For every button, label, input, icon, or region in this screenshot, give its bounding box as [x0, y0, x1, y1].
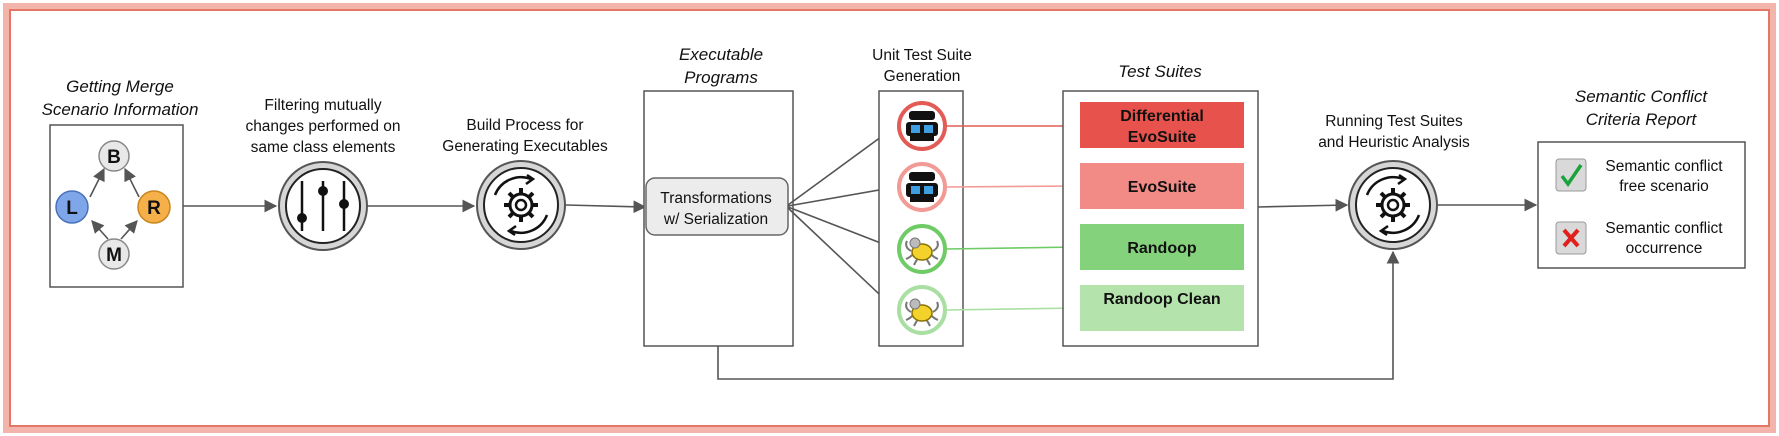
- suite-differential-evosuite-label: Differential: [1120, 108, 1204, 125]
- suite-differential-evosuite: [1080, 102, 1244, 148]
- node-base-label: B: [107, 147, 121, 168]
- build-label-line1: Build Process for: [466, 117, 583, 134]
- suite-randoop-clean-label: Randoop Clean: [1103, 291, 1220, 308]
- arrow-suites-to-running: [1257, 198, 1349, 212]
- sliders-icon: [278, 161, 368, 251]
- node-left-label: L: [66, 198, 78, 219]
- gen-label-line1: Unit Test Suite: [872, 47, 972, 64]
- suite-evosuite-label: EvoSuite: [1128, 179, 1197, 196]
- build-gear-icon: [475, 159, 567, 251]
- exec-title-line2: Programs: [684, 68, 758, 87]
- suite-randoop-clean: [1080, 285, 1244, 331]
- node-right-label: R: [147, 198, 161, 219]
- suites-title: Test Suites: [1118, 62, 1202, 81]
- check-icon: [1555, 158, 1587, 192]
- suite-evosuite: [1080, 163, 1244, 209]
- node-base: [98, 140, 130, 172]
- filter-label-line1: Filtering mutually: [264, 97, 381, 114]
- report-free-line2: free scenario: [1619, 178, 1709, 195]
- node-merge-label: M: [106, 245, 122, 266]
- transform-box: [645, 177, 789, 236]
- arrow-randoop-clean: [945, 301, 1080, 315]
- running-label-line2: and Heuristic Analysis: [1318, 134, 1470, 151]
- arrow-randoop: [945, 240, 1080, 254]
- report-occ-line2: occurrence: [1626, 240, 1703, 257]
- merge-title-line2: Scenario Information: [42, 100, 199, 119]
- node-merge: [98, 238, 130, 270]
- running-gear-icon: [1347, 159, 1439, 251]
- node-left: [55, 190, 89, 224]
- report-title-line1: Semantic Conflict: [1575, 87, 1709, 106]
- randoop-bug-icon: [897, 285, 947, 335]
- filter-label-line3: same class elements: [251, 139, 396, 156]
- filter-label-line2: changes performed on: [245, 118, 400, 135]
- node-right: [137, 190, 171, 224]
- gen-label-line2: Generation: [884, 68, 961, 85]
- transform-line1: Transformations: [660, 190, 772, 207]
- cross-icon: [1555, 221, 1587, 255]
- transform-line2: w/ Serialization: [663, 211, 768, 228]
- arrow-evosuite: [945, 179, 1080, 193]
- build-label-line2: Generating Executables: [442, 138, 608, 155]
- suite-differential-evosuite-label: EvoSuite: [1128, 129, 1197, 146]
- running-label-line1: Running Test Suites: [1325, 113, 1463, 130]
- exec-title-line1: Executable: [679, 45, 763, 64]
- evosuite-robot-icon: [897, 162, 947, 212]
- randoop-bug-icon: [897, 224, 947, 274]
- suite-randoop: [1080, 224, 1244, 270]
- merge-title-line1: Getting Merge: [66, 77, 174, 96]
- report-title-line2: Criteria Report: [1586, 110, 1698, 129]
- arrow-build-to-exec: [565, 200, 647, 214]
- suite-randoop-label: Randoop: [1127, 240, 1197, 257]
- evosuite-robot-icon: [897, 101, 947, 151]
- report-free-line1: Semantic conflict: [1605, 158, 1723, 175]
- report-occ-line1: Semantic conflict: [1605, 220, 1723, 237]
- arrow-exec-to-running: [717, 250, 1400, 380]
